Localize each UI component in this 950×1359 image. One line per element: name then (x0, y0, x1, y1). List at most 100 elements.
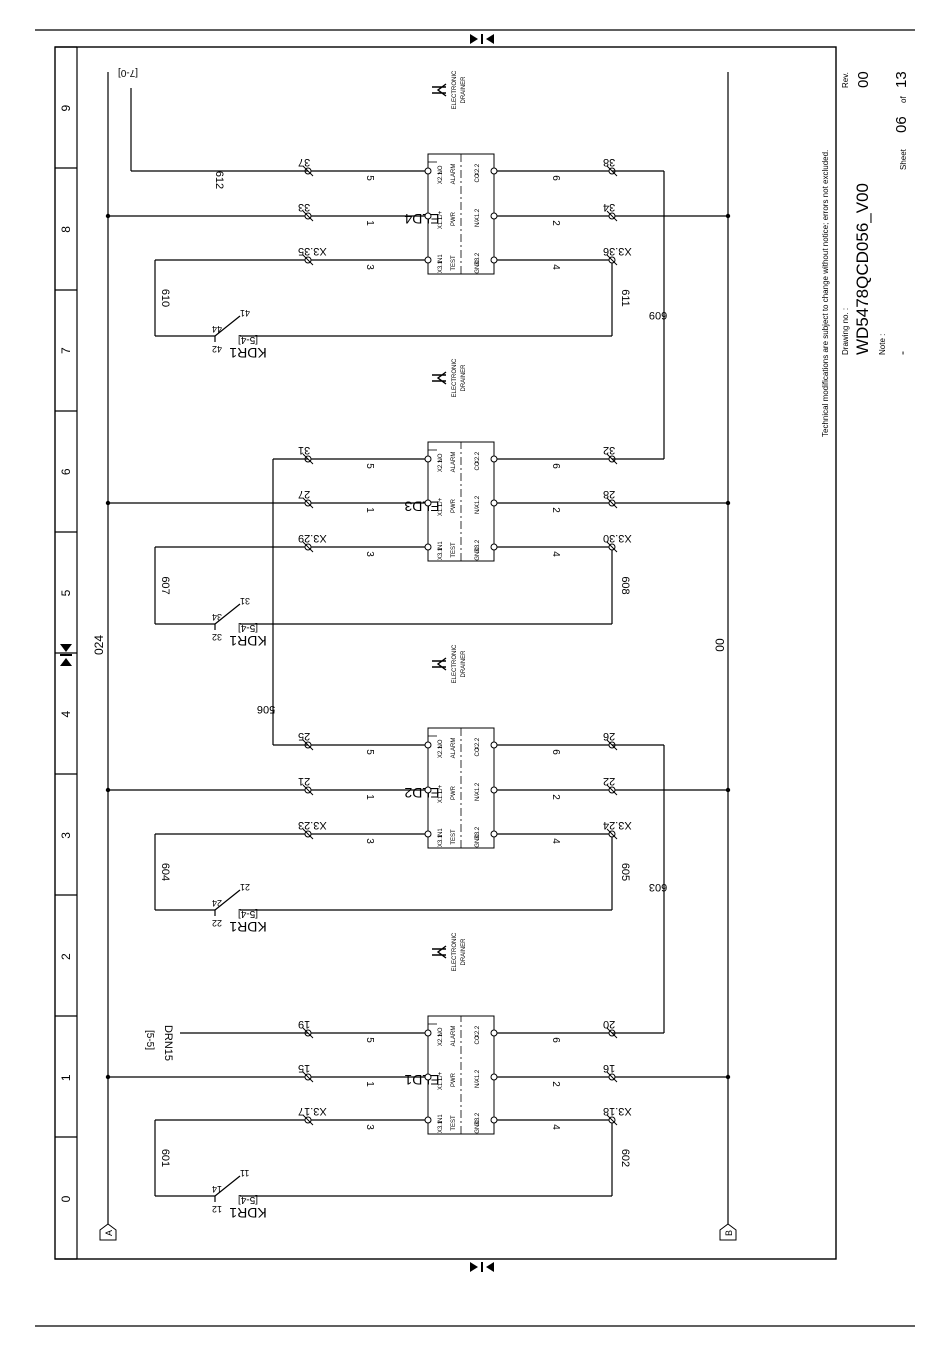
pin-node-top-pwr (424, 1073, 432, 1081)
pin-label: CO (475, 173, 481, 182)
port-flag (719, 1223, 737, 1241)
pin-number: 5 (364, 749, 375, 755)
pin-label: PWR (451, 1072, 457, 1087)
pin-label: CO (475, 747, 481, 756)
pin-node-top-alarm (424, 741, 432, 749)
pin-label: X3.1 (438, 834, 444, 847)
pin-node-top-alarm (424, 1029, 432, 1037)
pin-label: X2.2 (475, 163, 481, 176)
disclaimer-text: Technical modifications are subject to c… (821, 150, 830, 437)
sheet-label: Sheet (899, 148, 908, 170)
drainer-caption-2: DRAINER (461, 76, 467, 104)
terminal-slash (302, 1071, 314, 1083)
w506-label: 506 (257, 703, 275, 715)
pin-label: X1.1 (438, 790, 444, 803)
drainer-caption-1: ELECTRONIC (452, 70, 458, 109)
drainer-caption-2: DRAINER (461, 650, 467, 678)
pin-node-top-test (424, 256, 432, 264)
terminal-bottom-pwr (606, 210, 618, 222)
relay-pin: 32 (212, 632, 222, 642)
terminal-label: X3.29 (298, 532, 327, 544)
rail-junction (105, 500, 111, 506)
pin-label: NO (438, 1027, 444, 1036)
pin-label: X3.2 (475, 826, 481, 839)
pin-label: IN1 (438, 254, 444, 264)
return-port-B: B (719, 1223, 737, 1241)
wire-number: 601 (159, 1149, 171, 1167)
pin-label: GND (475, 1120, 481, 1134)
rail-junction (105, 213, 111, 219)
terminal-label: 20 (603, 1018, 615, 1030)
center-mark-top (470, 34, 494, 44)
terminal-label: X3.24 (603, 819, 632, 831)
terminal-slash (302, 828, 314, 840)
relay-pin: 11 (240, 1168, 249, 1178)
terminal-label: 33 (298, 201, 310, 213)
pin-label: GND (475, 547, 481, 561)
grid-column-label: 6 (59, 468, 73, 475)
drainer-logo-icon (432, 371, 447, 385)
wire-number: 608 (619, 576, 631, 594)
pin-label: X2.2 (475, 451, 481, 464)
pin-number: 4 (550, 264, 561, 270)
wire-number: 605 (619, 863, 631, 881)
pin-label: N/- (475, 219, 481, 227)
pin-label: X2.1 (438, 1033, 444, 1046)
rail-junction (105, 1074, 111, 1080)
pin-node-bottom-alarm (490, 1029, 498, 1037)
relay-pin: 31 (240, 596, 250, 606)
pin-number: 6 (550, 749, 561, 755)
w612-label: 612 (213, 171, 225, 189)
relay-ref: [5-4] (238, 1194, 258, 1205)
supply-rail-label: 024 (92, 635, 106, 655)
pin-number: 1 (364, 507, 375, 513)
terminal-label: 26 (603, 730, 615, 742)
pin-label: PWR (451, 498, 457, 513)
return-rail-label: 00 (713, 638, 727, 652)
pin-number: 6 (550, 175, 561, 181)
relay-pin: 24 (212, 898, 222, 908)
pin-label: L/+ (438, 784, 444, 793)
pin-label: CO (475, 461, 481, 470)
grid-column-label: 3 (59, 832, 73, 839)
pin-label: X1.2 (475, 1069, 481, 1082)
rev-label: Rev. (841, 72, 850, 88)
terminal-label: 38 (603, 156, 615, 168)
wire-number: 610 (159, 289, 171, 307)
pin-label: X2.1 (438, 459, 444, 472)
relay-blade (214, 315, 241, 337)
pin-label: N/- (475, 793, 481, 801)
terminal-top-pwr (302, 497, 314, 509)
pin-label: ALARM (451, 738, 457, 759)
logo-strokes (432, 371, 447, 385)
pin-number: 2 (550, 794, 561, 800)
terminal-slash (606, 541, 618, 553)
grid-column-label: 9 (59, 105, 73, 112)
drainer-logo-icon (432, 83, 447, 97)
pin-number: 3 (364, 551, 375, 557)
pin-number: 3 (364, 264, 375, 270)
terminal-bottom-test (606, 828, 618, 840)
relay-ref: [5-4] (238, 334, 258, 345)
pin-node-top-test (424, 1116, 432, 1124)
pin-label: TEST (451, 542, 457, 558)
terminal-bottom-pwr (606, 784, 618, 796)
pin-label: L/+ (438, 1071, 444, 1080)
relay-pin: 22 (212, 918, 222, 928)
drainer-name: ELD4 (404, 211, 439, 227)
pin-label: X1.2 (475, 782, 481, 795)
terminal-slash (302, 784, 314, 796)
sheet-number: 06 (893, 116, 910, 133)
terminal-label: 21 (298, 775, 310, 787)
terminal-label: 28 (603, 488, 615, 500)
terminal-label: 19 (298, 1018, 310, 1030)
pin-label: TEST (451, 829, 457, 845)
terminal-top-test (302, 828, 314, 840)
grid-column-label: 5 (59, 589, 73, 596)
pin-label: X3.1 (438, 1120, 444, 1133)
pin-node-bottom-test (490, 543, 498, 551)
rail-junction (725, 1074, 731, 1080)
relay-pin: 44 (212, 324, 222, 334)
terminal-label: 31 (298, 444, 310, 456)
